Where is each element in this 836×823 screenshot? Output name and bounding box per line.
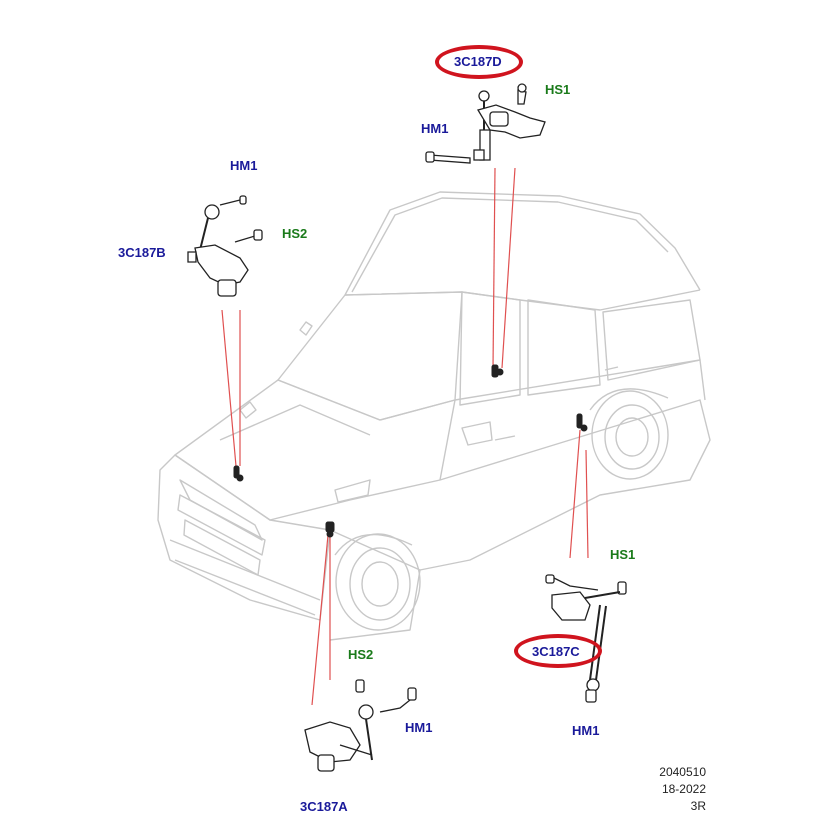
callout-hs2-bottom: HS2: [348, 647, 374, 662]
sensor-b-assembly: [187, 195, 263, 297]
callout-hm1-top: HM1: [421, 121, 449, 136]
callout-hm1-bottom: HM1: [405, 720, 433, 735]
highlight-ring-3c187c: [514, 634, 602, 668]
vehicle-outline: [157, 191, 711, 641]
callout-3c187a: 3C187A: [300, 799, 348, 814]
callout-hs1-top: HS1: [545, 82, 571, 97]
callout-hs1-right: HS1: [610, 547, 636, 562]
vehicle-sensor-marks: [233, 364, 588, 538]
callout-3c187c: 3C187C: [532, 644, 580, 659]
highlight-ring-3c187d: [435, 45, 523, 79]
reference-code: 2040510 18-2022 3R: [640, 764, 706, 815]
reference-line-2: 18-2022: [661, 782, 706, 796]
callout-hm1-right: HM1: [572, 723, 600, 738]
sensor-d-assembly: [425, 83, 546, 164]
reference-line-3: 3R: [690, 799, 706, 813]
leader-lines: [221, 167, 589, 706]
sensor-c-assembly: [545, 574, 627, 703]
callout-3c187b: 3C187B: [118, 245, 166, 260]
reference-line-1: 2040510: [659, 765, 706, 779]
callout-hm1-left: HM1: [230, 158, 258, 173]
callout-3c187d: 3C187D: [454, 54, 502, 69]
sensor-a-assembly: [304, 679, 417, 772]
callout-hs2-left: HS2: [282, 226, 308, 241]
